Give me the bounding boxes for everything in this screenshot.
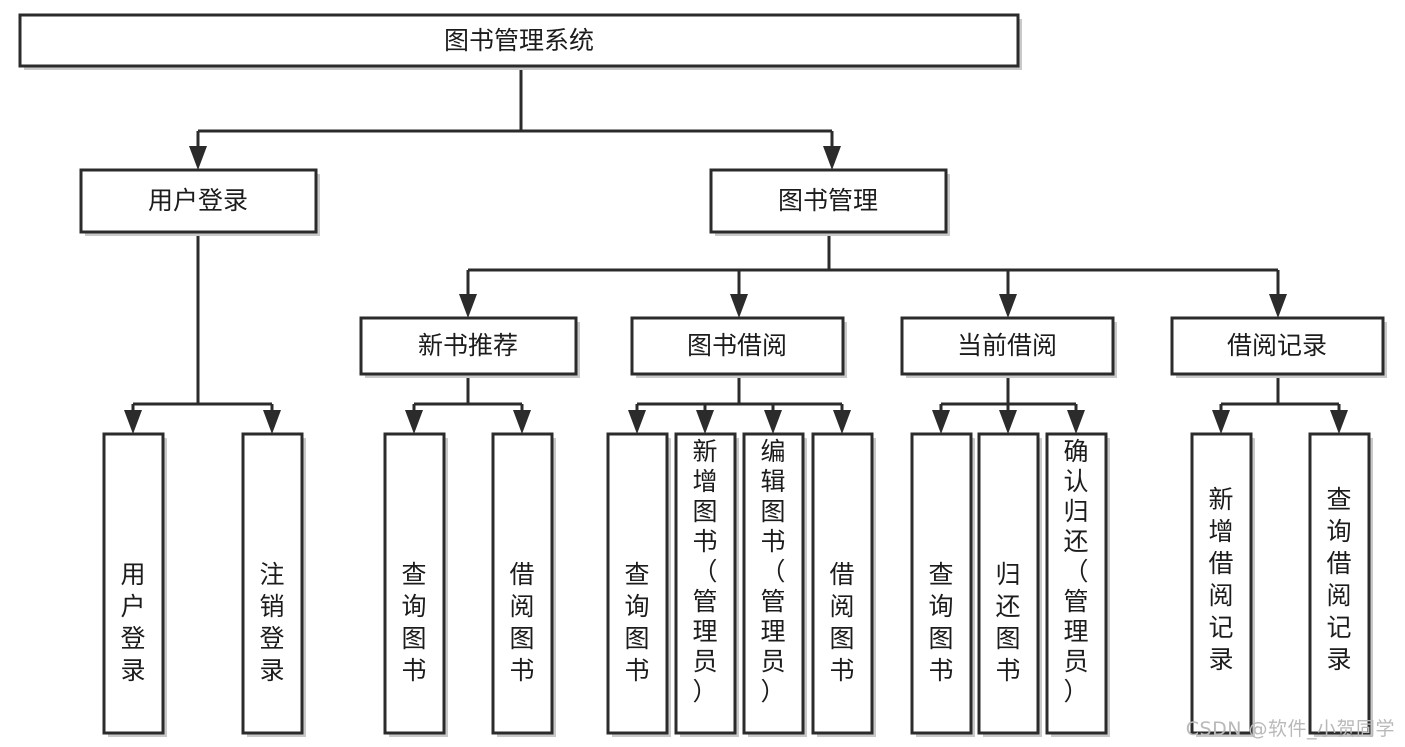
node-leaf-edit-book[interactable]: 编辑图书（管理员） xyxy=(742,432,807,737)
node-leaf-query-book-2-label: 查询图书 xyxy=(624,560,649,685)
node-leaf-confirm-return-box[interactable] xyxy=(1045,432,1108,735)
node-leaf-user-login-box[interactable] xyxy=(102,432,165,735)
arrow-to-leaf-edit-book xyxy=(764,410,782,434)
node-leaf-query-record-box[interactable] xyxy=(1308,432,1371,735)
arrow-to-leaf-user-logout xyxy=(263,410,281,434)
node-root-box[interactable] xyxy=(18,13,1020,68)
node-leaf-user-login-label: 用户登录 xyxy=(120,560,145,685)
node-leaf-borrow-book-2[interactable]: 借阅图书 xyxy=(811,432,876,737)
node-leaf-query-book-3-label: 查询图书 xyxy=(928,560,953,685)
arrow-to-user-login xyxy=(189,146,207,170)
node-new-book-recommend[interactable]: 新书推荐 xyxy=(359,316,580,378)
node-leaf-query-book-2-box[interactable] xyxy=(606,432,669,735)
node-borrow-record[interactable]: 借阅记录 xyxy=(1170,316,1387,378)
edge-root-to-bus xyxy=(196,70,834,156)
node-leaf-add-book-label: 新增图书（管理员） xyxy=(692,437,717,706)
node-leaf-borrow-book-2-label: 借阅图书 xyxy=(829,560,854,685)
node-leaf-confirm-return[interactable]: 确认归还（管理员） xyxy=(1045,432,1110,737)
node-leaf-borrow-book-1[interactable]: 借阅图书 xyxy=(491,432,556,737)
node-book-manage-label: 图书管理 xyxy=(778,186,878,215)
node-root[interactable]: 图书管理系统 xyxy=(18,13,1022,70)
edge-layer xyxy=(124,70,1348,434)
node-leaf-query-book-1[interactable]: 查询图书 xyxy=(383,432,448,737)
arrow-to-leaf-add-book xyxy=(696,410,714,434)
arrow-to-new-book-recommend xyxy=(459,294,477,318)
node-leaf-return-book-label: 归还图书 xyxy=(995,560,1020,685)
csdn-watermark: CSDN @软件_小贺同学 xyxy=(1185,718,1395,740)
edge-bookborrow-to-bus xyxy=(635,374,844,420)
node-leaf-return-book-box[interactable] xyxy=(977,432,1040,735)
node-new-book-recommend-box[interactable] xyxy=(359,316,578,376)
node-leaf-user-login[interactable]: 用户登录 xyxy=(102,432,167,737)
arrow-to-current-borrow xyxy=(999,294,1017,318)
node-leaf-edit-book-label: 编辑图书（管理员） xyxy=(760,437,785,706)
arrow-to-leaf-add-record xyxy=(1212,410,1230,434)
arrow-to-leaf-borrow-book-2 xyxy=(833,410,851,434)
node-current-borrow-box[interactable] xyxy=(900,316,1115,376)
node-book-manage-box[interactable] xyxy=(709,168,948,234)
node-borrow-record-box[interactable] xyxy=(1170,316,1385,376)
node-book-manage[interactable]: 图书管理 xyxy=(709,168,950,236)
edge-newbook-to-bus xyxy=(412,374,524,420)
arrow-to-leaf-borrow-book-1 xyxy=(513,410,531,434)
arrow-to-leaf-query-book-3 xyxy=(932,410,950,434)
node-leaf-query-book-3[interactable]: 查询图书 xyxy=(910,432,975,737)
node-leaf-add-record-label: 新增借阅记录 xyxy=(1208,485,1233,674)
node-leaf-query-book-1-label: 查询图书 xyxy=(401,560,426,685)
node-leaf-confirm-return-label: 确认归还（管理员） xyxy=(1063,437,1088,706)
node-leaf-user-logout-label: 注销登录 xyxy=(259,560,284,685)
edge-bookmanage-to-bus xyxy=(466,232,1280,304)
node-root-label: 图书管理系统 xyxy=(444,26,594,55)
node-user-login[interactable]: 用户登录 xyxy=(79,168,320,236)
arrow-to-book-borrow xyxy=(730,294,748,318)
node-leaf-user-logout-box[interactable] xyxy=(241,432,304,735)
node-current-borrow-label: 当前借阅 xyxy=(957,331,1057,360)
node-book-borrow-label: 图书借阅 xyxy=(687,331,787,360)
node-borrow-record-label: 借阅记录 xyxy=(1227,331,1327,360)
node-leaf-edit-book-box[interactable] xyxy=(742,432,805,735)
edge-userlogin-to-bus xyxy=(131,232,274,420)
node-leaf-query-record[interactable]: 查询借阅记录 xyxy=(1308,432,1373,737)
arrow-to-leaf-user-login xyxy=(124,410,142,434)
arrow-to-book-manage xyxy=(823,146,841,170)
node-user-login-label: 用户登录 xyxy=(148,186,248,215)
node-leaf-borrow-book-1-label: 借阅图书 xyxy=(509,560,534,685)
arrow-to-leaf-return-book xyxy=(999,410,1017,434)
arrow-to-leaf-confirm-return xyxy=(1067,410,1085,434)
node-book-borrow[interactable]: 图书借阅 xyxy=(630,316,847,378)
node-leaf-user-logout[interactable]: 注销登录 xyxy=(241,432,306,737)
node-leaf-query-record-label: 查询借阅记录 xyxy=(1326,485,1351,674)
arrow-to-leaf-query-book-2 xyxy=(628,410,646,434)
node-leaf-add-book-box[interactable] xyxy=(674,432,737,735)
node-book-borrow-box[interactable] xyxy=(630,316,845,376)
node-user-login-box[interactable] xyxy=(79,168,318,234)
node-leaf-add-record[interactable]: 新增借阅记录 xyxy=(1190,432,1255,737)
node-leaf-query-book-1-box[interactable] xyxy=(383,432,446,735)
node-leaf-add-record-box[interactable] xyxy=(1190,432,1253,735)
node-current-borrow[interactable]: 当前借阅 xyxy=(900,316,1117,378)
node-leaf-borrow-book-1-box[interactable] xyxy=(491,432,554,735)
arrow-to-leaf-query-book-1 xyxy=(405,410,423,434)
node-leaf-borrow-book-2-box[interactable] xyxy=(811,432,874,735)
arrow-to-borrow-record xyxy=(1269,294,1287,318)
node-leaf-query-book-3-box[interactable] xyxy=(910,432,973,735)
edge-borrowrecord-to-bus xyxy=(1219,374,1341,420)
node-new-book-recommend-label: 新书推荐 xyxy=(418,331,518,360)
node-leaf-add-book[interactable]: 新增图书（管理员） xyxy=(674,432,739,737)
node-leaf-query-book-2[interactable]: 查询图书 xyxy=(606,432,671,737)
node-leaf-return-book[interactable]: 归还图书 xyxy=(977,432,1042,737)
arrow-to-leaf-query-record xyxy=(1330,410,1348,434)
